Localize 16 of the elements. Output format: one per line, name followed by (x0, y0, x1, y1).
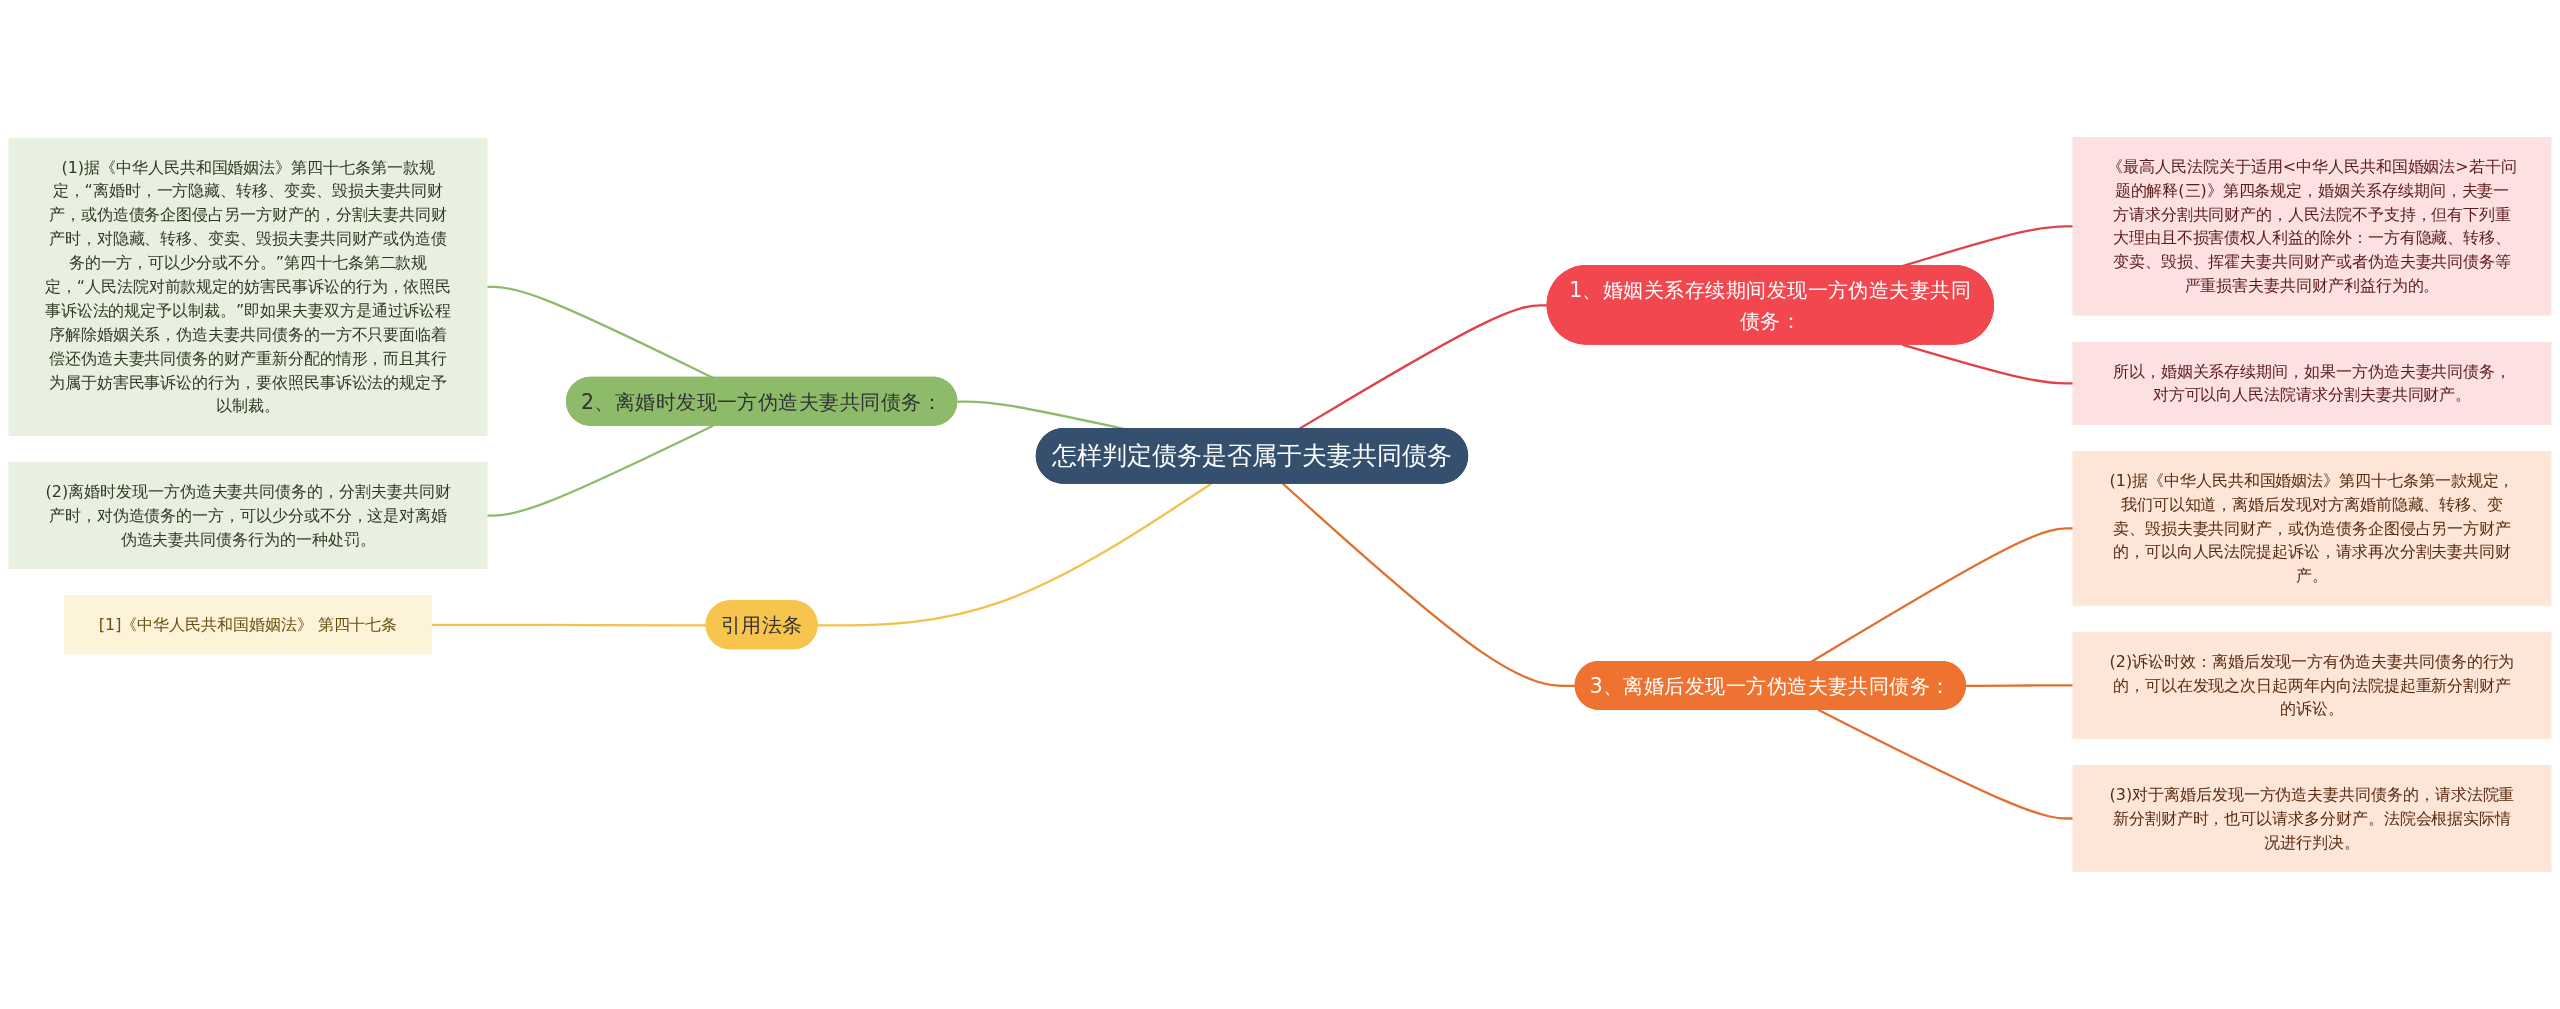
node-box: 《最高人民法院关于适用<中华人民共和国婚姻法>若干问题的解释(三)》第四条规定，婚姻关系存续期间，夫妻一方请求分割共同财产的，人民法院不予支持，但有下列重大理由且不损害债权人利益的除外：一方有隐藏、转移、变卖、毁损、挥霍夫妻共同财产或者伪造夫妻共同债务等严重损害夫妻共同财产利益行为的。 (2072, 137, 2552, 316)
connector (1282, 482, 1576, 688)
connector (1965, 684, 2074, 688)
connector (486, 285, 714, 379)
connector (486, 424, 714, 517)
node-box: (2)离婚时发现一方伪造夫妻共同债务的，分割夫妻共同财产时，对伪造债务的一方，可以少分或不分，这是对离婚伪造夫妻共同债务行为的一种处罚。 (8, 462, 488, 570)
node-box: (1)据《中华人民共和国婚姻法》第四十七条第一款规定，“离婚时，一方隐藏、转移、变卖、毁损夫妻共同财产，或伪造债务企图侵占另一方财产的，分割夫妻共同财产时，对隐藏、转移、变卖、毁损夫妻共同财产或伪造债务的一方，可以少分或不分。”第四十七条第二款规定，“人民法院对前款规定的妨害民事诉讼的行为，依照民事诉讼法的规定予以制裁。”即如果夫妻双方是通过诉讼程序解除婚姻关系，伪造夫妻共同债务的一方不只要面临着偿还伪造夫妻共同债务的财产重新分配的情形，而且其行为属于妨害民事诉讼的行为，要依照民事诉讼法的规定予以制裁。 (8, 137, 488, 436)
node-box: 所以，婚姻关系存续期间，如果一方伪造夫妻共同债务，对方可以向人民法院请求分割夫妻共同财产。 (2072, 341, 2552, 425)
node-box: (1)据《中华人民共和国婚姻法》第四十七条第一款规定，我们可以知道，离婚后发现对方离婚前隐藏、转移、变卖、毁损夫妻共同财产，或伪造债务企图侵占另一方财产的，可以向人民法院提起诉讼，请求再次分割夫妻共同财产。 (2072, 451, 2552, 606)
connector (817, 482, 1212, 627)
connector (1817, 708, 2074, 820)
node-box: (3)对于离婚后发现一方伪造夫妻共同债务的，请求法院重新分割财产时，也可以请求多分财产。法院会根据实际情况进行判决。 (2072, 765, 2552, 872)
node-box: (2)诉讼时效：离婚后发现一方有伪造夫妻共同债务的行为的，可以在发现之次日起两年内向法院提起重新分割财产的诉讼。 (2072, 631, 2552, 739)
connector (1902, 343, 2074, 385)
connector (431, 623, 707, 627)
node-box: [1]《中华人民共和国婚姻法》 第四十七条 (64, 595, 432, 655)
